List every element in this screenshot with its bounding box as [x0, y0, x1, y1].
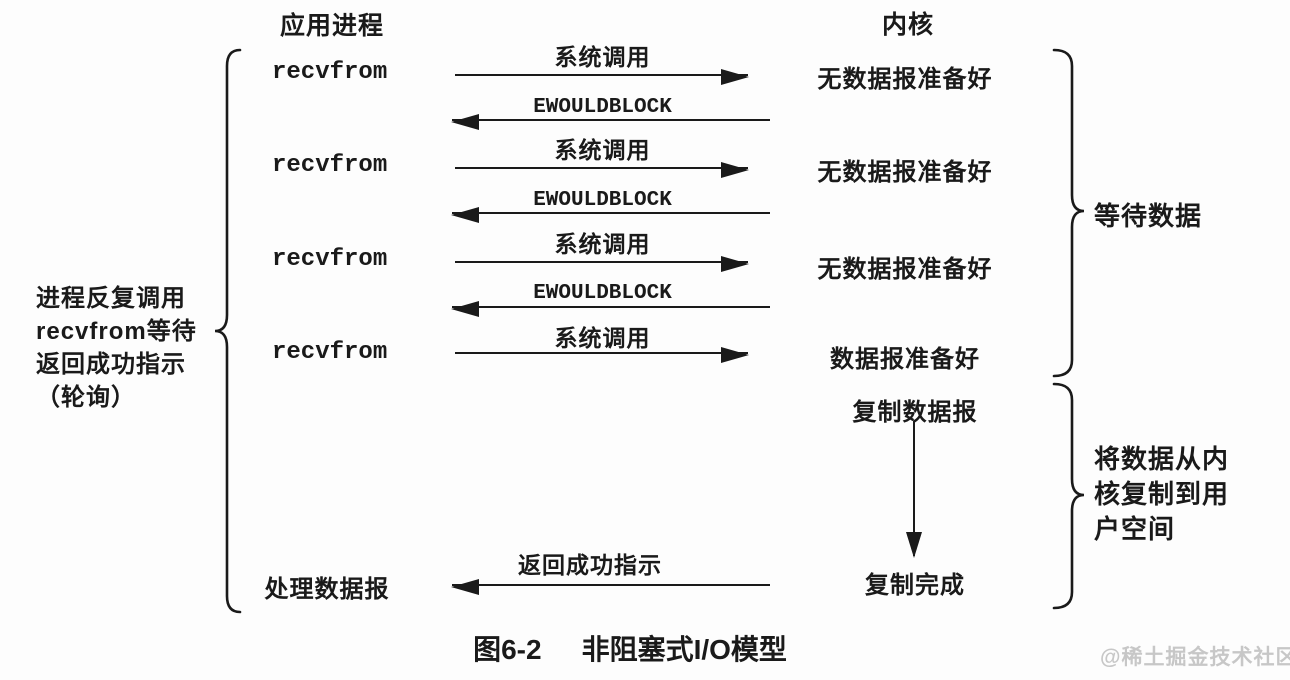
note-line: 核复制到用	[1094, 479, 1230, 509]
syscall-arrow-label: 系统调用	[554, 325, 651, 351]
wait-data-label: 等待数据	[1094, 201, 1203, 231]
left-brace	[214, 48, 242, 614]
recvfrom-call-label: recvfrom	[272, 152, 388, 179]
right-brace-copy	[1052, 382, 1085, 610]
arrow-head-left-icon	[451, 113, 479, 130]
kernel-state-label: 无数据报准备好	[817, 66, 993, 93]
arrow-head-right-icon	[721, 161, 749, 178]
note-line: 将数据从内	[1094, 444, 1230, 474]
syscall-arrow	[455, 68, 749, 85]
ewouldblock-label: EWOULDBLOCK	[533, 189, 672, 212]
ewouldblock-label: EWOULDBLOCK	[533, 282, 672, 305]
arrow-head-left-icon	[451, 578, 479, 595]
arrow-head-down-icon	[906, 532, 922, 558]
caption-title: 非阻塞式I/O模型	[581, 634, 787, 665]
kernel-state-label: 无数据报准备好	[817, 159, 993, 186]
syscall-arrow	[455, 255, 749, 272]
arrow-head-right-icon	[721, 346, 749, 363]
return-success-label: 返回成功指示	[518, 552, 662, 578]
process-datagram-label: 处理数据报	[264, 576, 390, 603]
syscall-arrow-label: 系统调用	[554, 231, 651, 257]
watermark: @稀土掘金技术社区	[1100, 646, 1290, 669]
arrow-head-right-icon	[721, 255, 749, 272]
recvfrom-call-label: recvfrom	[272, 339, 388, 366]
right-brace-wait	[1052, 48, 1085, 378]
syscall-arrow	[455, 346, 749, 363]
note-line: recvfrom等待	[36, 318, 197, 345]
kernel-state-label: 数据报准备好	[830, 346, 980, 373]
recvfrom-call-label: recvfrom	[272, 59, 388, 86]
recvfrom-call-label: recvfrom	[272, 246, 388, 273]
note-line: 进程反复调用	[36, 285, 186, 312]
ewouldblock-arrow	[451, 113, 770, 130]
ewouldblock-arrow	[451, 206, 770, 223]
return-success-arrow	[451, 578, 770, 595]
kernel-state-label: 无数据报准备好	[817, 256, 993, 283]
note-line: （轮询）	[36, 384, 136, 411]
header-application-process: 应用进程	[279, 12, 384, 40]
left-polling-note: 进程反复调用 recvfrom等待 返回成功指示 （轮询）	[36, 282, 197, 414]
syscall-arrow-label: 系统调用	[554, 137, 651, 163]
caption-number: 图6-2	[473, 634, 542, 665]
syscall-arrow	[455, 161, 749, 178]
note-line: 户空间	[1094, 514, 1176, 544]
copy-to-user-note: 将数据从内 核复制到用 户空间	[1094, 442, 1229, 547]
arrow-head-left-icon	[451, 300, 479, 317]
copy-datagram-label: 复制数据报	[852, 399, 978, 426]
header-kernel: 内核	[881, 11, 934, 39]
note-line: 返回成功指示	[36, 351, 186, 378]
figure-caption: 图6-2 非阻塞式I/O模型	[400, 628, 860, 668]
syscall-arrow-label: 系统调用	[554, 44, 651, 70]
ewouldblock-label: EWOULDBLOCK	[533, 96, 672, 119]
ewouldblock-arrow	[451, 300, 770, 317]
arrow-head-left-icon	[451, 206, 479, 223]
copy-complete-label: 复制完成	[865, 572, 965, 599]
arrow-head-right-icon	[721, 68, 749, 85]
copy-datagram-arrow	[906, 421, 922, 558]
